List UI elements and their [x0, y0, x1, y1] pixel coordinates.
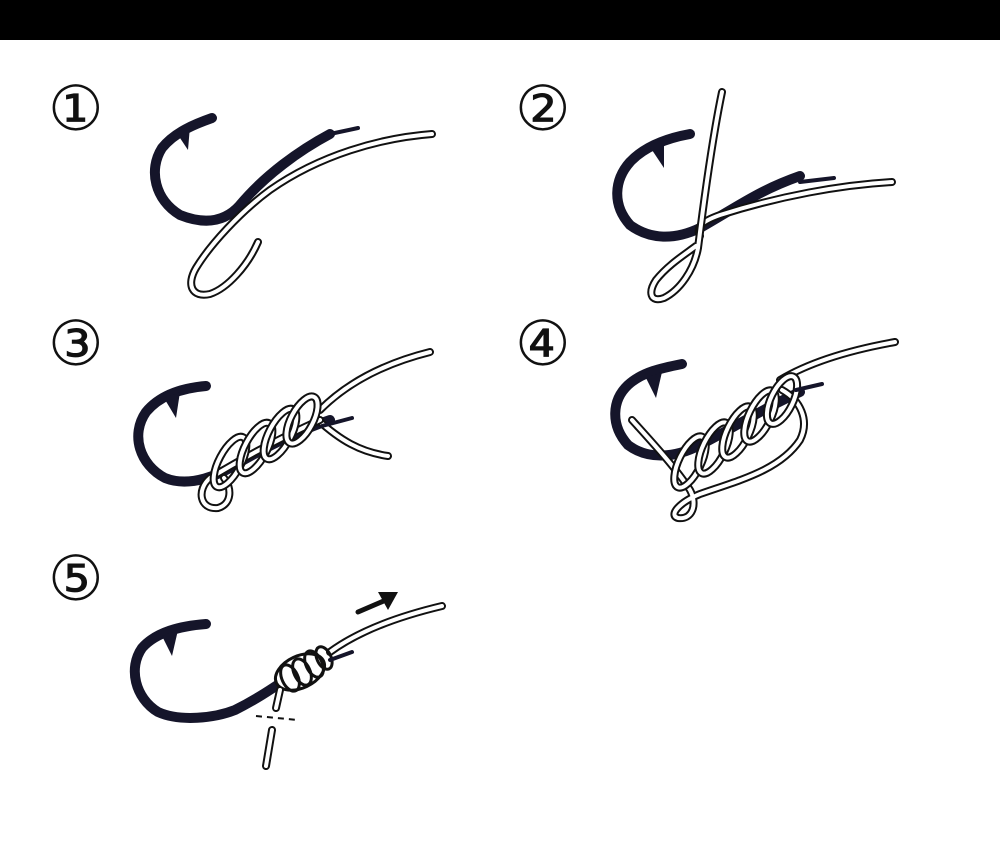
step-3-illustration	[133, 348, 434, 513]
step-4-hook-barb	[646, 372, 662, 398]
step-5-number: ⑤	[48, 542, 104, 615]
step-4-line-main	[776, 338, 899, 384]
step-3-line-main	[316, 348, 434, 414]
step-4-number: ④	[515, 307, 571, 380]
step-5-line-main	[326, 602, 446, 656]
step-2-hook-barb	[652, 142, 664, 168]
header-bar	[0, 0, 1000, 40]
step-1-illustration	[149, 113, 436, 299]
step-5-hook	[129, 619, 290, 723]
step-2-illustration	[612, 88, 896, 304]
step-3-wraps	[209, 392, 322, 492]
step-1-number: ①	[48, 72, 104, 145]
step-2-line-main	[694, 178, 896, 240]
step-4-hook	[610, 359, 805, 461]
step-1-hook	[149, 113, 335, 226]
step-2-number: ②	[515, 72, 571, 145]
step-2-hook	[612, 129, 805, 242]
step-4-wraps	[670, 372, 802, 492]
step-4-illustration	[610, 338, 899, 523]
pull-arrow-icon	[355, 592, 398, 615]
step-5-knot	[273, 645, 334, 693]
step-5-hook-barb	[162, 630, 178, 656]
step-2-line-loop	[647, 88, 726, 304]
step-5-cut-line	[255, 715, 299, 721]
step-3-number: ③	[48, 307, 104, 380]
step-5-illustration	[129, 592, 446, 770]
step-3-hook-barb	[164, 392, 180, 418]
step-1-hook-barb	[176, 126, 190, 150]
